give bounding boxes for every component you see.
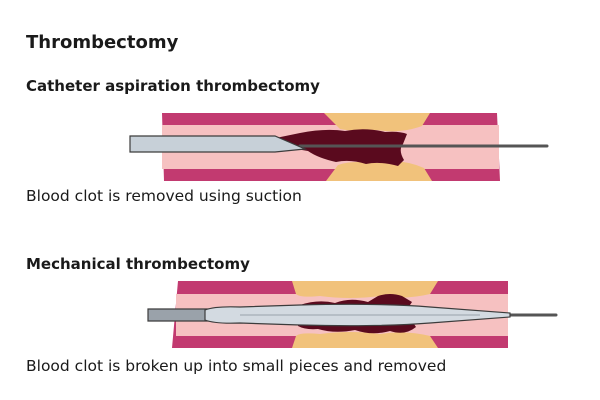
- mechanical-caption: Blood clot is broken up into small piece…: [26, 357, 447, 375]
- aspiration-heading: Catheter aspiration thrombectomy: [26, 77, 320, 95]
- mechanical-heading: Mechanical thrombectomy: [26, 255, 250, 273]
- plaque-top: [324, 113, 430, 132]
- aspiration-catheter: [129, 135, 308, 153]
- plaque-bottom: [326, 161, 432, 181]
- blood-clot: [266, 129, 407, 166]
- plaque-bottom: [292, 332, 438, 348]
- plaque-top: [292, 281, 438, 298]
- aspiration-thrombectomy-illustration: [129, 113, 549, 181]
- page-title: Thrombectomy: [26, 32, 179, 53]
- aspiration-caption: Blood clot is removed using suction: [26, 187, 302, 205]
- mechanical-thrombectomy-illustration: [147, 281, 558, 348]
